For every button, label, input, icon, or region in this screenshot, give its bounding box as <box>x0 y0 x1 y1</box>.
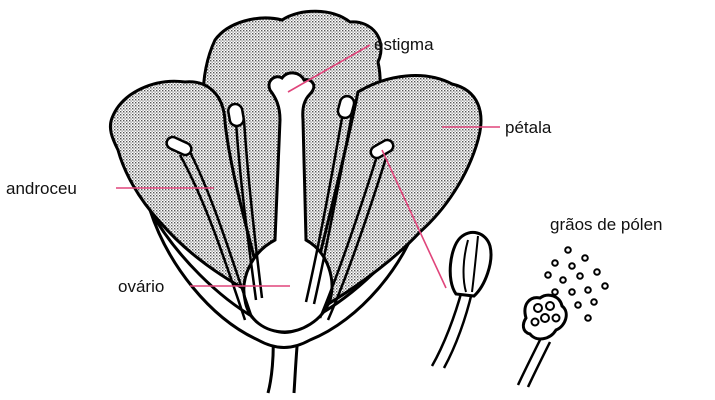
label-graos-de-polen: grãos de pólen <box>550 215 662 234</box>
open-anther <box>518 295 566 387</box>
label-estigma: estigma <box>374 35 434 54</box>
label-petala: pétala <box>505 118 552 137</box>
stamen-detail <box>432 232 491 368</box>
label-androceu: androceu <box>6 179 77 198</box>
label-ovario: ovário <box>118 277 164 296</box>
